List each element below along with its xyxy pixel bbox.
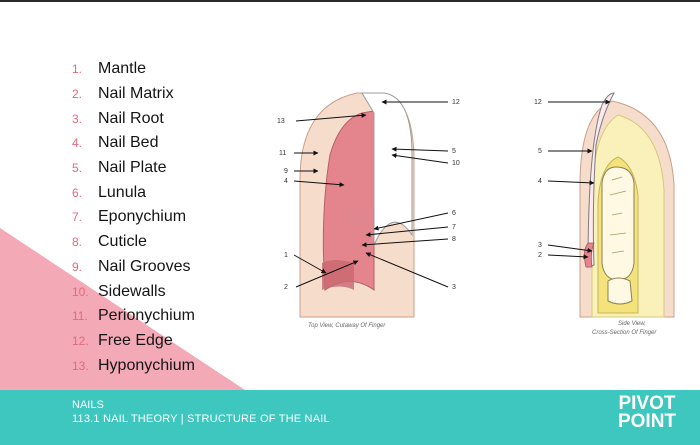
side-view-caption-line1: Side View, — [618, 321, 646, 327]
side-view-caption-line2: Cross-Section Of Finger — [592, 330, 657, 336]
side-view-finger — [579, 92, 675, 318]
item-label: Hyponychium — [98, 356, 195, 374]
label-3: 3 — [452, 284, 456, 291]
side-view-labels: 12 5 4 3 2 — [534, 99, 542, 259]
label-6: 6 — [452, 210, 456, 217]
logo-line2: POINT — [617, 411, 677, 432]
list-item: 12. Free Edge — [72, 329, 195, 354]
footer-subtitle: 113.1 NAIL THEORY | STRUCTURE OF THE NAI… — [72, 413, 330, 425]
footer-bar: NAILS 113.1 NAIL THEORY | STRUCTURE OF T… — [0, 390, 700, 445]
item-label: Mantle — [98, 60, 147, 78]
item-number: 4. — [72, 136, 83, 151]
item-label: Nail Grooves — [98, 257, 191, 275]
side-label-5: 5 — [538, 148, 542, 155]
label-11: 11 — [279, 150, 286, 157]
item-number: 1. — [72, 62, 83, 77]
list-item: 4. Nail Bed — [72, 131, 195, 156]
top-border — [0, 0, 700, 2]
label-10: 10 — [452, 160, 460, 167]
item-number: 10. — [72, 284, 89, 299]
label-2: 2 — [284, 284, 288, 291]
label-13: 13 — [277, 118, 285, 125]
item-number: 6. — [72, 185, 83, 200]
side-label-12: 12 — [534, 99, 542, 106]
logo-line1: PIVOT — [618, 393, 676, 414]
item-number: 8. — [72, 235, 83, 250]
item-label: Nail Plate — [98, 159, 167, 177]
item-number: 13. — [72, 358, 89, 373]
label-5: 5 — [452, 148, 456, 155]
list-item: 8. Cuticle — [72, 230, 195, 255]
list-item: 3. Nail Root — [72, 106, 195, 131]
item-label: Nail Bed — [98, 134, 159, 152]
side-label-4: 4 — [538, 178, 542, 185]
item-label: Sidewalls — [98, 282, 166, 300]
footer-section-title: NAILS — [72, 399, 104, 411]
list-item: 5. Nail Plate — [72, 156, 195, 181]
item-number: 5. — [72, 161, 83, 176]
item-number: 3. — [72, 111, 83, 126]
list-item: 13. Hyponychium — [72, 353, 195, 378]
item-number: 9. — [72, 259, 83, 274]
item-label: Cuticle — [98, 233, 147, 251]
list-item: 11. Perionychium — [72, 304, 195, 329]
nail-parts-list: 1. Mantle 2. Nail Matrix 3. Nail Root 4. Nai… — [72, 57, 195, 378]
item-number: 11. — [72, 309, 88, 324]
item-label: Nail Root — [98, 109, 164, 127]
list-item: 1. Mantle — [72, 57, 195, 82]
list-item: 6. Lunula — [72, 180, 195, 205]
item-number: 12. — [72, 333, 89, 348]
side-view-leader-lines — [547, 99, 611, 260]
label-8: 8 — [452, 236, 456, 243]
top-view-leader-lines — [293, 99, 449, 288]
pivot-point-logo: PIVOT POINT — [614, 393, 680, 432]
label-4: 4 — [284, 178, 288, 185]
label-12: 12 — [452, 99, 460, 106]
item-label: Nail Matrix — [98, 85, 174, 103]
item-number: 7. — [72, 210, 83, 225]
top-view-labels: 13 11 9 4 1 2 12 5 10 6 7 8 3 — [277, 99, 460, 291]
item-label: Lunula — [98, 183, 147, 201]
list-item: 7. Eponychium — [72, 205, 195, 230]
list-item: 2. Nail Matrix — [72, 82, 195, 107]
list-item: 9. Nail Grooves — [72, 255, 195, 280]
top-view-finger — [299, 92, 415, 318]
item-number: 2. — [72, 87, 83, 102]
label-1: 1 — [284, 252, 288, 259]
item-label: Perionychium — [98, 307, 195, 325]
label-9: 9 — [284, 168, 288, 175]
list-item: 10. Sidewalls — [72, 279, 195, 304]
top-view-caption: Top View, Cutaway Of Finger — [308, 323, 386, 329]
item-label: Eponychium — [98, 208, 187, 226]
item-label: Free Edge — [98, 331, 173, 349]
side-label-3: 3 — [538, 242, 542, 249]
side-label-2: 2 — [538, 252, 542, 259]
decorative-pink-triangle — [0, 228, 245, 390]
label-7: 7 — [452, 224, 456, 231]
nail-structure-diagram: 13 11 9 4 1 2 12 5 10 6 7 8 3 Top View, … — [277, 92, 675, 336]
